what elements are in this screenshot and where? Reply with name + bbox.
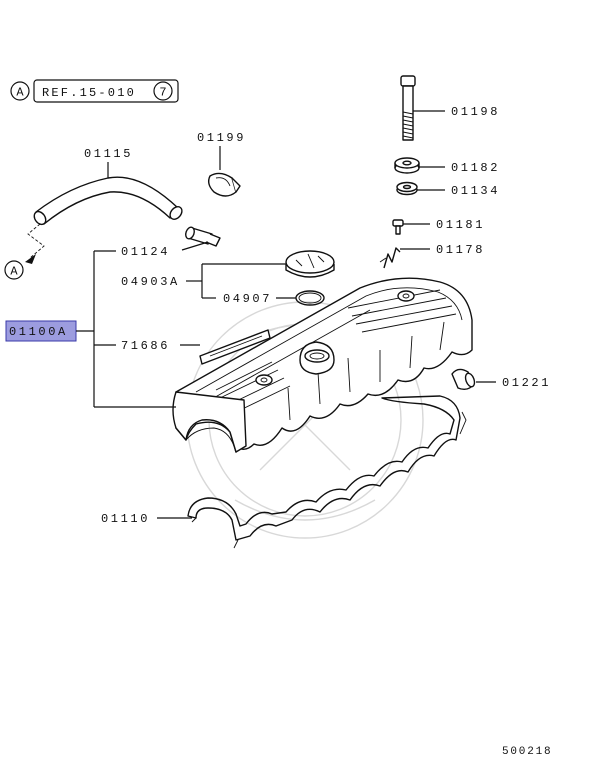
reference-text: REF.15-010	[42, 86, 136, 100]
label-01134[interactable]: 01134	[451, 184, 500, 198]
label-01221[interactable]: 01221	[502, 376, 551, 390]
bolt-01198[interactable]	[400, 75, 416, 141]
leader-01124	[181, 241, 209, 251]
pcv-hose-01115[interactable]	[32, 176, 184, 226]
connector-leader	[27, 223, 45, 259]
label-71686[interactable]: 71686	[121, 339, 170, 353]
bracket-01100A	[76, 251, 176, 408]
o-ring-04907[interactable]	[295, 290, 325, 306]
label-01198[interactable]: 01198	[451, 105, 500, 119]
grommet-01182[interactable]	[394, 157, 420, 174]
label-01182[interactable]: 01182	[451, 161, 500, 175]
diagram-id: 500218	[502, 746, 552, 758]
nipple-01124[interactable]	[184, 226, 221, 247]
hose-clamp-01199[interactable]	[207, 172, 241, 197]
gasket-01110[interactable]	[187, 395, 467, 549]
label-04903A[interactable]: 04903A	[121, 275, 180, 289]
bolt-01181[interactable]	[392, 219, 404, 235]
cap-01221[interactable]	[451, 368, 476, 391]
name-plate-71686[interactable]	[199, 329, 271, 365]
label-01100A[interactable]: 01100A	[9, 325, 68, 339]
reference-number: 7	[159, 86, 166, 100]
label-01178[interactable]: 01178	[436, 243, 485, 257]
reference-circle-letter: A	[16, 86, 24, 100]
label-01199[interactable]: 01199	[197, 131, 246, 145]
label-01115[interactable]: 01115	[84, 147, 133, 161]
rocker-cover-01100A[interactable]	[172, 277, 473, 453]
connector-arrow-icon	[25, 254, 36, 264]
label-01110[interactable]: 01110	[101, 512, 150, 526]
washer-01134[interactable]	[396, 181, 418, 196]
clip-01178[interactable]	[379, 247, 401, 269]
label-04907[interactable]: 04907	[223, 292, 272, 306]
label-01181[interactable]: 01181	[436, 218, 485, 232]
connector-letter[interactable]: A	[10, 265, 18, 279]
reference-header[interactable]: A REF.15-010 7	[10, 79, 179, 103]
oil-filler-cap[interactable]	[285, 250, 335, 278]
label-01124[interactable]: 01124	[121, 245, 170, 259]
